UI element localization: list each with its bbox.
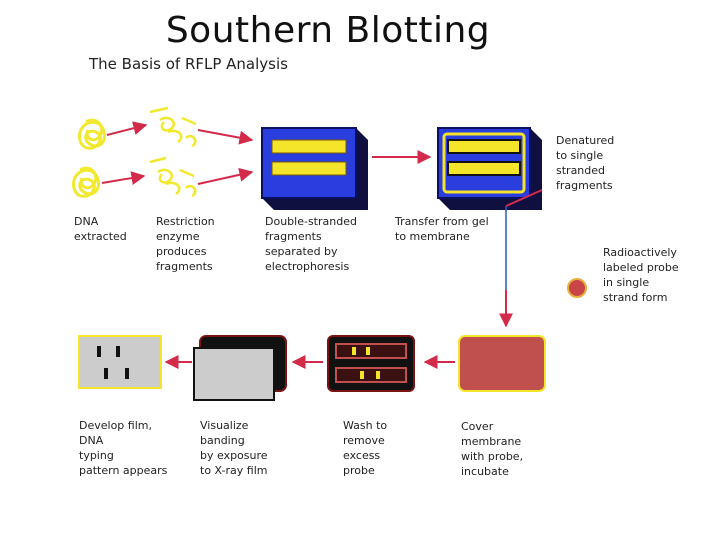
developed-film-box [78, 335, 162, 389]
dna-blob-bottom [72, 166, 101, 198]
label-denatured: Denatured to single stranded fragments [556, 134, 615, 192]
wash-box [327, 335, 415, 392]
label-electrophoresis: Double-stranded fragments separated by e… [265, 215, 357, 273]
label-transfer: Transfer from gel to membrane [395, 215, 489, 243]
label-dna-extracted: DNA extracted [74, 215, 127, 243]
page-subtitle: The Basis of RFLP Analysis [89, 55, 288, 73]
dna-blob-top [78, 118, 107, 150]
label-wash: Wash to remove excess probe [343, 419, 388, 477]
gel-box [261, 127, 368, 210]
membrane-box [458, 335, 546, 392]
gel-band-bottom [271, 161, 347, 176]
xray-film-box [193, 335, 287, 401]
arrow-extract-top [106, 121, 148, 136]
arrow-fragments-bottom [197, 167, 254, 185]
probe-dot [567, 278, 587, 298]
label-cover-membrane: Cover membrane with probe, incubate [461, 420, 524, 478]
fragments-top [149, 106, 197, 148]
label-develop: Develop film, DNA typing pattern appears [79, 419, 168, 477]
label-probe: Radioactively labeled probe in single st… [603, 246, 679, 304]
gel-band-top [271, 139, 347, 154]
label-visualize: Visualize banding by exposure to X-ray f… [200, 419, 268, 477]
fragments-bottom [149, 156, 197, 198]
arrow-fragments-top [197, 129, 254, 145]
transfer-band-top [447, 139, 521, 154]
transfer-connector [505, 189, 543, 207]
transfer-box [437, 127, 542, 210]
page-title: Southern Blotting [165, 10, 491, 51]
arrow-extract-bottom [101, 171, 146, 185]
transfer-band-bottom [447, 161, 521, 176]
label-restriction-enzyme: Restriction enzyme produces fragments [156, 215, 215, 273]
